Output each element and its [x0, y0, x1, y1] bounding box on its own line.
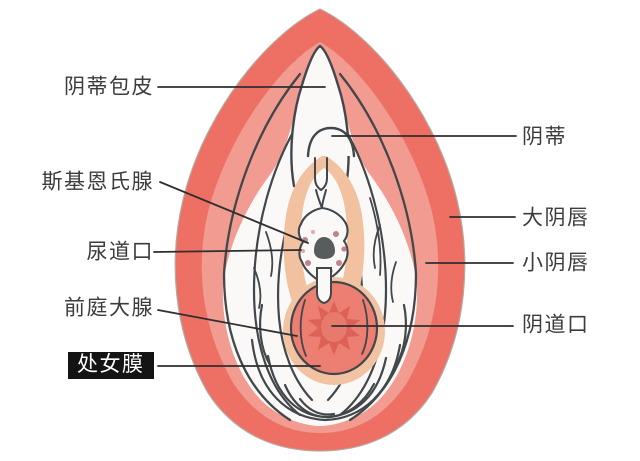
label-urethral-opening: 尿道口	[86, 240, 154, 264]
label-labia-minora: 小阴唇	[522, 251, 590, 275]
fold-detail-lines	[253, 197, 397, 309]
label-hymen-badge: 处女膜	[68, 352, 154, 380]
label-vaginal-opening: 阴道口	[522, 313, 590, 337]
leader-lines	[153, 86, 517, 367]
label-bartholin-gland: 前庭大腺	[64, 296, 154, 320]
label-clitoral-hood: 阴蒂包皮	[64, 75, 154, 99]
label-clitoris: 阴蒂	[522, 125, 567, 149]
fourchette-curves	[250, 303, 407, 422]
hymen-center	[321, 312, 347, 342]
urethral-opening-spot	[314, 237, 335, 259]
label-skenes-gland: 斯基恩氏腺	[41, 170, 154, 194]
clitoris-shape	[306, 126, 356, 158]
leader-skenes-gland	[159, 181, 309, 244]
label-labia-majora: 大阴唇	[522, 206, 590, 230]
opening-neck	[316, 267, 332, 305]
leader-bartholin-gland	[157, 309, 298, 337]
leader-urethral-opening	[153, 249, 302, 253]
urethra-channel	[314, 157, 328, 209]
opening-inner-curves	[299, 299, 369, 357]
